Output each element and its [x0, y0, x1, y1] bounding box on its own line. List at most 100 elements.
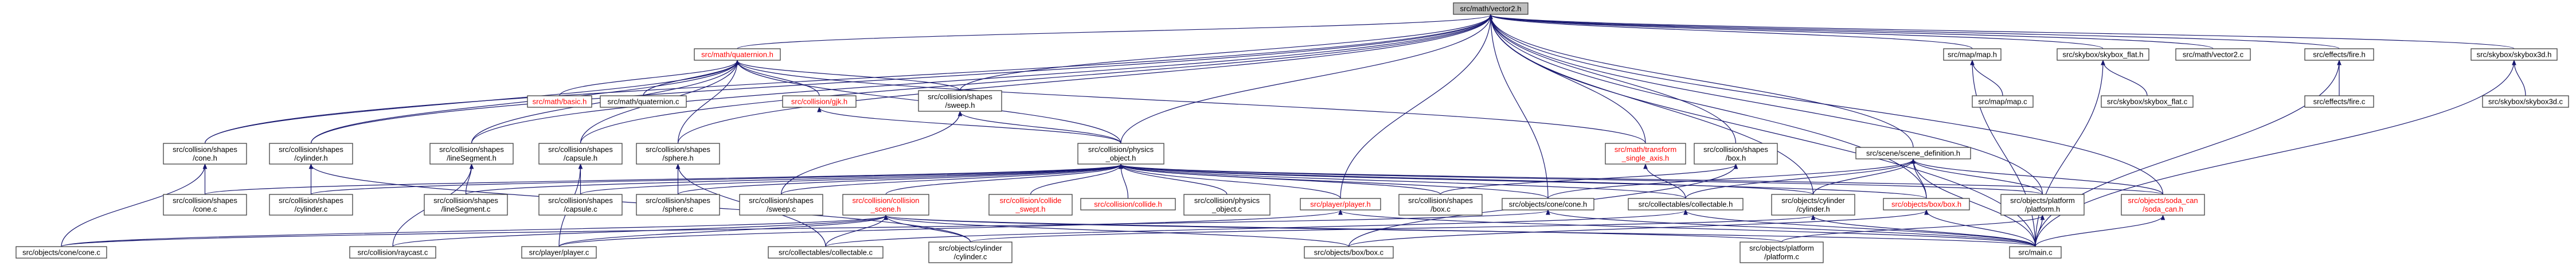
node-src-collision-shapes-cone-h[interactable]: src/collision/shapes/cone.h	[163, 143, 247, 165]
node-src-collision-shapes-sphere-h[interactable]: src/collision/shapes/sphere.h	[636, 143, 720, 165]
node-label: src/collision/shapes	[279, 196, 343, 205]
node-box	[1080, 198, 1176, 210]
node-src-map-map-c[interactable]: src/map/map.c	[1972, 95, 2034, 108]
node-src-collision-collide-swept-h[interactable]: src/collision/collide_swept.h	[988, 194, 1073, 216]
node-box	[636, 194, 720, 216]
edge-gjkh-to-quaternionh	[737, 61, 820, 96]
node-box	[2009, 246, 2062, 259]
node-box	[521, 246, 597, 259]
node-label: src/collision/physics	[1194, 196, 1260, 205]
node-src-math-basic-h[interactable]: src/math/basic.h	[527, 95, 592, 108]
node-box	[1183, 194, 1271, 216]
node-src-objects-platform-platform-c[interactable]: src/objects/platform/platform.c	[1740, 241, 1824, 263]
edge-mainc-to-objcylh	[1813, 216, 2036, 247]
edge-mainc-to-skyboxflath	[2035, 61, 2103, 247]
node-label: src/math/basic.h	[533, 98, 587, 106]
node-box	[2057, 48, 2149, 61]
node-src-math-quaternion-c[interactable]: src/math/quaternion.c	[600, 95, 687, 108]
node-src-collision-gjk-h[interactable]: src/collision/gjk.h	[782, 95, 857, 108]
node-src-collision-shapes-capsule-h[interactable]: src/collision/shapes/capsule.h	[538, 143, 623, 165]
node-src-collision-shapes-sweep-h[interactable]: src/collision/shapes/sweep.h	[918, 90, 1002, 112]
node-box	[429, 143, 514, 165]
node-src-math-vector2-c[interactable]: src/math/vector2.c	[2175, 48, 2251, 61]
node-src-collision-collision-scene-h[interactable]: src/collision/collision_scene.h	[842, 194, 929, 216]
edge-objconec-to-collsceneh	[61, 216, 886, 247]
node-src-math-quaternion-h[interactable]: src/math/quaternion.h	[694, 48, 781, 61]
node-src-skybox-skybox3d-c[interactable]: src/skybox/skybox3d.c	[2482, 95, 2569, 108]
node-src-collision-collide-h[interactable]: src/collision/collide.h	[1080, 198, 1176, 210]
node-box	[1398, 194, 1483, 216]
node-label: src/math/vector2.c	[2183, 50, 2244, 59]
node-src-objects-cone-cone-c[interactable]: src/objects/cone/cone.c	[15, 246, 107, 259]
node-src-main-c[interactable]: src/main.c	[2009, 246, 2062, 259]
node-src-collision-physics-object-c[interactable]: src/collision/physics_object.c	[1183, 194, 1271, 216]
node-src-objects-box-box-h[interactable]: src/objects/box/box.h	[1883, 198, 1970, 210]
node-src-collectables-collectable-c[interactable]: src/collectables/collectable.c	[768, 246, 884, 259]
node-label: src/objects/cylinder	[939, 244, 1002, 252]
node-box	[2175, 48, 2251, 61]
edge-cylinderc-to-physobjh	[310, 165, 1121, 195]
node-src-effects-fire-h[interactable]: src/effects/fire.h	[2304, 48, 2374, 61]
node-src-collision-shapes-capsule-c[interactable]: src/collision/shapes/capsule.c	[538, 194, 623, 216]
edge-collsceneh-to-physobjh	[885, 165, 1121, 195]
node-box	[768, 246, 884, 259]
node-box	[1943, 48, 2002, 61]
node-src-player-player-h[interactable]: src/player/player.h	[1300, 198, 1381, 210]
node-box	[2471, 48, 2558, 61]
node-box	[2101, 95, 2194, 108]
node-box	[600, 95, 687, 108]
node-src-collision-shapes-cylinder-h[interactable]: src/collision/shapes/cylinder.h	[269, 143, 353, 165]
node-src-collision-shapes-box-c[interactable]: src/collision/shapes/box.c	[1398, 194, 1483, 216]
node-box	[15, 246, 107, 259]
node-box	[1605, 143, 1686, 165]
edge-skybox3dc-to-skybox3dh	[2514, 61, 2526, 96]
node-src-collectables-collectable-h[interactable]: src/collectables/collectable.h	[1628, 198, 1744, 210]
node-src-collision-shapes-sphere-c[interactable]: src/collision/shapes/sphere.c	[636, 194, 720, 216]
node-src-collision-shapes-sweep-c[interactable]: src/collision/shapes/sweep.c	[739, 194, 823, 216]
node-box	[636, 143, 720, 165]
node-src-collision-raycast-c[interactable]: src/collision/raycast.c	[349, 246, 436, 259]
node-src-player-player-c[interactable]: src/player/player.c	[521, 246, 597, 259]
node-src-objects-cylinder-cylinder-c[interactable]: src/objects/cylinder/cylinder.c	[928, 241, 1013, 263]
node-src-math-transform-single-axis-h[interactable]: src/math/transform_single_axis.h	[1605, 143, 1686, 165]
node-src-objects-cylinder-cylinder-h[interactable]: src/objects/cylinder/cylinder.h	[1771, 194, 1855, 216]
node-src-collision-shapes-cone-c[interactable]: src/collision/shapes/cone.c	[163, 194, 247, 216]
node-label: src/collectables/collectable.c	[779, 248, 873, 257]
node-box	[1304, 246, 1394, 259]
node-box	[739, 194, 823, 216]
node-src-skybox-skybox-flat-h[interactable]: src/skybox/skybox_flat.h	[2057, 48, 2149, 61]
edge-cylinderh-to-vector2h	[310, 15, 1491, 144]
node-src-collision-physics-object-h[interactable]: src/collision/physics_object.h	[1077, 143, 1164, 165]
node-src-skybox-skybox-flat-c[interactable]: src/skybox/skybox_flat.c	[2101, 95, 2194, 108]
node-src-objects-soda-can-soda-can-h[interactable]: src/objects/soda_can/soda_can.h	[2121, 194, 2205, 216]
node-src-objects-box-box-c[interactable]: src/objects/box/box.c	[1304, 246, 1394, 259]
edge-scenedefh-to-vector2h	[1491, 15, 1914, 148]
node-src-collision-shapes-cylinder-c[interactable]: src/collision/shapes/cylinder.c	[269, 194, 353, 216]
edge-mapmapc-to-mapmaph	[1972, 61, 2003, 96]
node-box	[163, 143, 247, 165]
node-src-collision-shapes-box-h[interactable]: src/collision/shapes/box.h	[1694, 143, 1778, 165]
node-src-math-vector2-h[interactable]: src/math/vector2.h	[1453, 2, 1529, 15]
edge-firehdr-to-vector2h	[1491, 15, 2340, 49]
edge-mapmaph-to-vector2h	[1491, 15, 1973, 49]
node-src-scene-scene-definition-h[interactable]: src/scene/scene_definition.h	[1855, 147, 1971, 159]
node-label: src/skybox/skybox3d.h	[2477, 50, 2552, 59]
node-src-map-map-h[interactable]: src/map/map.h	[1943, 48, 2002, 61]
edge-mainc-to-firehdr	[2035, 61, 2339, 247]
node-src-collision-shapes-linesegment-h[interactable]: src/collision/shapes/lineSegment.h	[429, 143, 514, 165]
edge-objplath-to-vector2h	[1491, 15, 2043, 195]
node-box	[424, 194, 508, 216]
node-src-effects-fire-c[interactable]: src/effects/fire.c	[2304, 95, 2374, 108]
edge-sodacanh-to-vector2h	[1491, 15, 2164, 195]
edge-sweepc-to-sweeph	[780, 112, 960, 195]
node-box	[2482, 95, 2569, 108]
edge-objboxh-to-physobjh	[1121, 165, 1927, 199]
node-label: src/player/player.c	[529, 248, 589, 257]
node-src-collision-shapes-linesegment-c[interactable]: src/collision/shapes/lineSegment.c	[424, 194, 508, 216]
node-label: _single_axis.h	[1621, 154, 1669, 162]
node-src-objects-cone-cone-h[interactable]: src/objects/cone/cone.h	[1502, 198, 1594, 210]
node-src-skybox-skybox3d-h[interactable]: src/skybox/skybox3d.h	[2471, 48, 2558, 61]
node-box	[349, 246, 436, 259]
node-label: /cylinder.c	[295, 205, 328, 213]
node-src-objects-platform-platform-h[interactable]: src/objects/platform/platform.h	[2000, 194, 2085, 216]
